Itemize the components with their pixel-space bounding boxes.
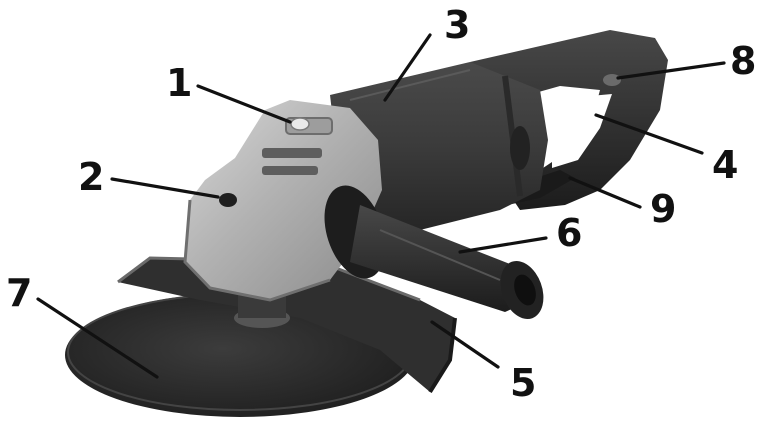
callout-number-9: 9 — [650, 187, 676, 231]
leader-line-4 — [594, 113, 704, 155]
auxiliary-side-handle — [324, 185, 544, 320]
callout-number-5: 5 — [510, 361, 536, 405]
callout-number-3: 3 — [444, 3, 470, 47]
leader-line-5 — [430, 320, 500, 369]
callout-number-6: 6 — [556, 211, 582, 255]
callout-number-2: 2 — [78, 155, 104, 199]
leader-line-7 — [36, 297, 159, 379]
leader-lines — [36, 33, 726, 379]
side-handle-socket — [219, 193, 237, 207]
switch-lock-button — [603, 74, 621, 86]
leader-line-3 — [383, 33, 432, 102]
callout-number-4: 4 — [712, 143, 738, 187]
leader-line-1 — [196, 84, 292, 124]
spindle-lock-button — [290, 117, 310, 131]
leader-line-9 — [568, 176, 642, 209]
leader-line-6 — [458, 236, 548, 254]
callout-number-8: 8 — [730, 39, 756, 83]
leader-line-2 — [110, 177, 220, 199]
motor-housing — [330, 62, 548, 230]
callout-labels: 1 2 3 4 5 6 7 8 9 — [6, 3, 756, 405]
leader-line-8 — [616, 61, 726, 80]
rear-handle — [470, 30, 668, 210]
callout-number-1: 1 — [166, 61, 192, 105]
callout-number-7: 7 — [6, 271, 32, 315]
